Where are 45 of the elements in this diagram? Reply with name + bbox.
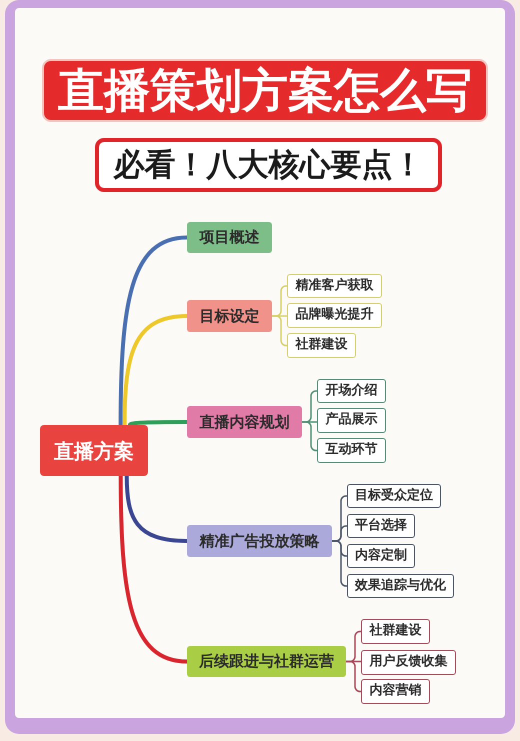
- subtopic-box: [361, 619, 430, 644]
- title-text: 直播策划方案怎么写: [58, 65, 472, 116]
- subtopic-box: [347, 544, 415, 568]
- root-topic-box: [40, 425, 148, 476]
- branch-connector: [128, 420, 189, 427]
- topic-label: 精准广告投放策略: [200, 532, 320, 550]
- subtopic-box: [347, 484, 441, 508]
- subtopic-label: 目标受众定位: [355, 488, 433, 504]
- branch-connector: [118, 474, 189, 664]
- subtopic-label: 互动环节: [326, 443, 378, 458]
- subtopic-label: 平台选择: [355, 518, 407, 534]
- subtopic-box: [287, 333, 356, 358]
- subtopic-label: 社群建设: [370, 624, 422, 639]
- topic-label: 直播方案: [54, 440, 134, 462]
- branch-topic-box: [187, 646, 346, 677]
- topic-label: 直播内容规划: [200, 414, 290, 430]
- subtopic-label: 产品展示: [326, 413, 378, 428]
- subtopic-label: 社群建设: [296, 338, 348, 353]
- subtopic-box: [361, 679, 430, 704]
- subtopic-label: 精准客户获取: [296, 278, 374, 294]
- topic-label: 目标设定: [200, 308, 260, 324]
- subtopic-label: 内容营销: [370, 684, 422, 699]
- subtopic-box: [361, 650, 456, 675]
- subtopic-box: [287, 303, 382, 328]
- branch-topic-box: [187, 406, 302, 438]
- subtopic-box: [347, 514, 415, 538]
- subtopic-label: 用户反馈收集: [370, 655, 448, 670]
- branch-connector: [118, 236, 189, 427]
- subtopic-box: [317, 379, 386, 403]
- subtopic-label: 开场介绍: [326, 384, 378, 398]
- branch-topic-box: [187, 525, 332, 557]
- subtopic-box: [317, 408, 386, 433]
- subtopic-label: 内容定制: [355, 548, 407, 564]
- topic-label: 项目概述: [200, 229, 260, 246]
- topic-label: 后续跟进与社群运营: [199, 653, 334, 670]
- branch-connector: [122, 314, 189, 427]
- subtopic-box: [317, 438, 386, 463]
- subtopic-label: 品牌曝光提升: [296, 308, 374, 323]
- branch-topic-box: [187, 300, 272, 332]
- branch-connector: [124, 474, 189, 543]
- branch-topic-box: [187, 222, 272, 253]
- subtopic-box: [347, 574, 454, 598]
- subtopic-label: 效果追踪与优化: [355, 578, 446, 594]
- subtitle-text: 必看！八大核心要点！: [114, 148, 424, 182]
- subtopic-box: [287, 274, 382, 298]
